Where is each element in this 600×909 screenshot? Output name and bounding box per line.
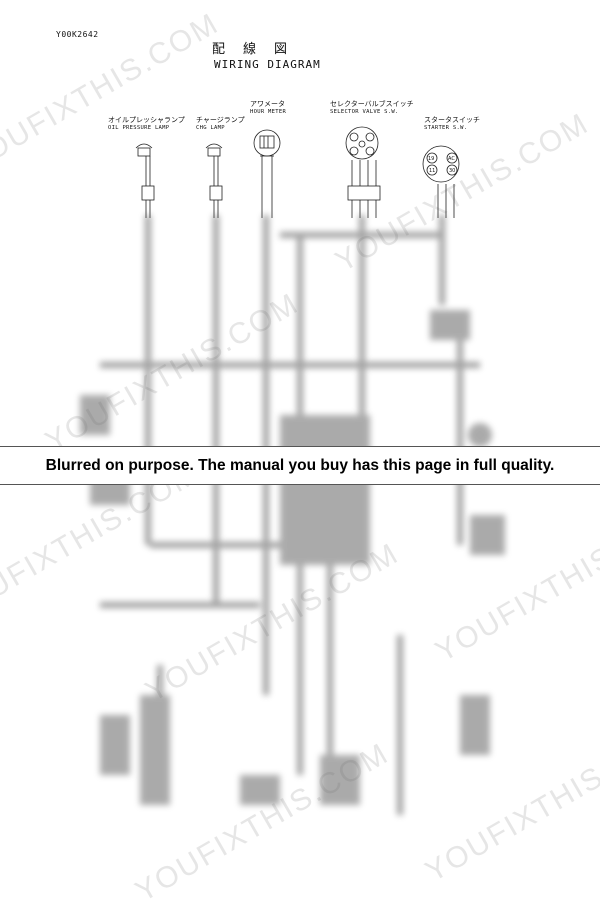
page-title-jp: 配線図 (212, 42, 306, 57)
blur-notice-text: Blurred on purpose. The manual you buy h… (45, 456, 555, 474)
starter-terminal-label: 11 (429, 168, 436, 174)
oil-pressure-lamp-label: オイルプレッシャランプ OIL PRESSURE LAMP (108, 116, 185, 131)
hour-meter-icon (253, 129, 281, 218)
chg-lamp-icon (205, 143, 223, 218)
hour-meter-label: アワメータ HOUR METER (250, 100, 287, 115)
document-code: Y00K2642 (56, 30, 99, 39)
starter-terminal-label: 30 (449, 168, 456, 174)
oil-pressure-lamp-icon (135, 143, 155, 218)
blur-notice-banner: Blurred on purpose. The manual you buy h… (0, 446, 600, 485)
starter-terminal-label: 19 (428, 156, 435, 162)
chg-lamp-label: チャージランプ CHG LAMP (196, 116, 245, 131)
starter-terminal-label: AC (448, 156, 455, 162)
wiring-diagram-top (135, 126, 460, 218)
selector-valve-switch-icon (345, 126, 381, 218)
blurred-wiring-diagram (80, 215, 505, 815)
selector-valve-switch-label: セレクターバルブスイッチ SELECTOR VALVE S.W. (330, 100, 414, 115)
starter-switch-label: スタータスイッチ STARTER S.W. (424, 116, 480, 131)
starter-switch-icon (422, 145, 460, 218)
page-title-en: WIRING DIAGRAM (214, 58, 321, 71)
